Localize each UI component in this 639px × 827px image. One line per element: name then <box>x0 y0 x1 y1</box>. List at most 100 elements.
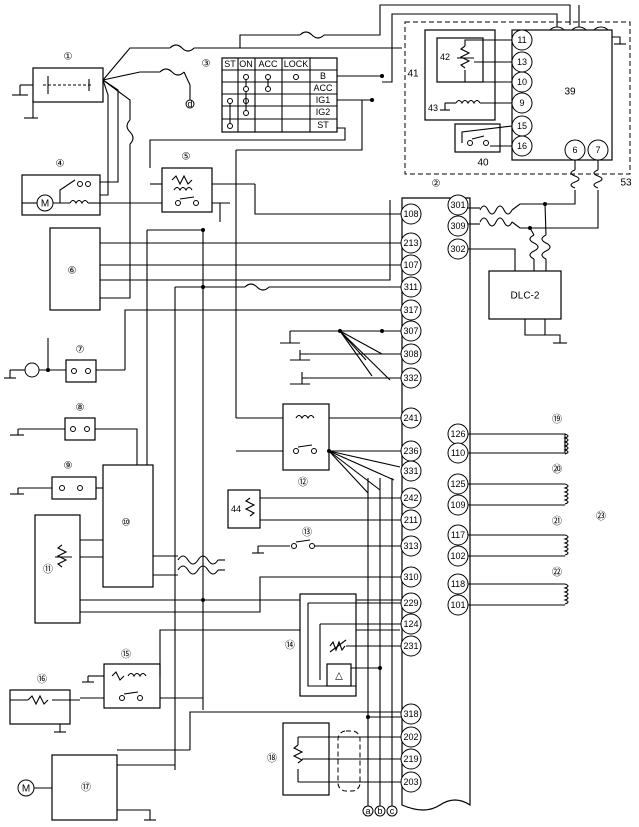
pcm-pin-124 <box>400 613 422 635</box>
sensor-18: ⑱ <box>267 722 402 796</box>
pcm-pin-241 <box>400 407 422 429</box>
switch-9: ⑨ <box>10 461 103 500</box>
svg-text:10: 10 <box>517 77 527 87</box>
callout-17: ⑰ <box>81 782 91 794</box>
pcm-pin-108 <box>400 203 422 225</box>
callout-9: ⑨ <box>64 461 73 472</box>
pcm-pin-211 <box>400 509 422 531</box>
main-relay-12: ⑫ <box>235 100 402 494</box>
starter-motor-symbol: M <box>41 199 49 210</box>
pcm-pin-310 <box>400 566 422 588</box>
svg-text:7: 7 <box>595 145 600 155</box>
svg-text:102: 102 <box>450 551 465 561</box>
starter-motor: ④ M <box>21 159 230 216</box>
pcm-pin-203 <box>400 771 422 793</box>
callout-12: ⑫ <box>298 477 308 489</box>
pcm-pin-229 <box>400 592 422 614</box>
callout-10: ⑩ <box>122 518 131 529</box>
starter-relay: ⑤ <box>150 152 402 222</box>
pcm-pin-219 <box>400 748 422 770</box>
pcm-right-pins: 126 110 125 109 117 102 118 101 ⑲ ⑳ ㉑ ㉒ … <box>447 414 606 616</box>
dlc-label: DLC-2 <box>511 291 540 302</box>
callout-11: ⑪ <box>43 564 53 576</box>
pcm-pin-331 <box>400 460 422 482</box>
pcm-pin-309 <box>447 215 469 237</box>
pcm-pin-307 <box>400 320 422 342</box>
motor-17-symbol: M <box>22 784 30 795</box>
svg-text:11: 11 <box>517 35 526 45</box>
ignition-switch: ③ ST ON ACC LOCK B ACC IG1 IG2 ST <box>149 57 384 168</box>
ign-row-ig1: IG1 <box>316 95 331 105</box>
pcm-pin-311 <box>400 276 422 298</box>
sensor-44: 44 <box>227 489 402 529</box>
callout-21: ㉑ <box>552 516 562 528</box>
svg-text:307: 307 <box>403 326 418 336</box>
sensor-7: ⑦ <box>4 309 402 383</box>
ign-row-acc: ACC <box>313 83 333 93</box>
svg-text:117: 117 <box>451 530 465 540</box>
terminal-c: c <box>390 806 395 816</box>
callout-13: ⑬ <box>302 527 312 539</box>
callout-1: ① <box>64 52 73 63</box>
terminal-a: a <box>365 806 370 816</box>
svg-text:125: 125 <box>450 479 465 489</box>
heater-16: ⑯ <box>9 674 80 733</box>
svg-text:309: 309 <box>450 221 465 231</box>
pcm-pin-107 <box>400 254 422 276</box>
ign-row-st: ST <box>317 120 329 130</box>
svg-text:331: 331 <box>403 466 418 476</box>
module-6: ⑥ <box>49 200 402 311</box>
svg-text:317: 317 <box>403 305 418 315</box>
callout-23: ㉓ <box>596 511 606 523</box>
svg-text:126: 126 <box>450 429 465 439</box>
svg-text:302: 302 <box>450 244 465 254</box>
svg-text:229: 229 <box>403 598 418 608</box>
svg-text:213: 213 <box>403 238 418 248</box>
callout-5: ⑤ <box>182 152 191 163</box>
pcm-pin-column: 108 213 107 311 317 307 308 332 241 236 … <box>400 203 422 793</box>
svg-text:110: 110 <box>451 448 465 458</box>
pcm-pin-301 <box>447 194 469 216</box>
svg-text:332: 332 <box>403 373 418 383</box>
callout-2: ② <box>432 179 441 190</box>
terminal-d: d <box>187 99 192 109</box>
callout-43: 43 <box>428 103 438 113</box>
svg-text:16: 16 <box>517 141 527 151</box>
svg-text:109: 109 <box>450 500 465 510</box>
sensor-14-triangle: △ <box>335 671 343 682</box>
motor-module-17: ⑰ M <box>17 711 402 821</box>
callout-4: ④ <box>56 159 65 170</box>
ign-header-acc: ACC <box>258 59 278 69</box>
callout-15: ⑮ <box>121 649 131 661</box>
svg-text:108: 108 <box>403 209 418 219</box>
callout-16: ⑯ <box>37 674 47 686</box>
switch-13: ⑬ <box>252 527 402 554</box>
terminal-b: b <box>377 806 382 816</box>
svg-text:9: 9 <box>519 98 524 108</box>
svg-text:124: 124 <box>403 619 418 629</box>
bus-lines <box>146 228 402 770</box>
svg-text:107: 107 <box>403 260 418 270</box>
callout-14: ⑭ <box>285 640 295 652</box>
battery-wires: d <box>85 4 571 299</box>
svg-text:311: 311 <box>404 282 418 292</box>
battery: ① <box>12 52 104 119</box>
callout-39: 39 <box>564 87 576 98</box>
svg-text:219: 219 <box>403 754 418 764</box>
ign-row-ig2: IG2 <box>316 107 331 117</box>
pcm-pin-317 <box>400 299 422 321</box>
pcm-pin-318 <box>400 703 422 725</box>
callout-53: 53 <box>620 178 632 189</box>
callout-3: ③ <box>202 59 211 70</box>
svg-text:101: 101 <box>450 600 465 610</box>
callout-18: ⑱ <box>267 753 277 765</box>
ign-row-b: B <box>320 71 326 81</box>
pcm-pin-313 <box>400 535 422 557</box>
ign-header-st: ST <box>224 59 236 69</box>
ign-header-on: ON <box>239 59 253 69</box>
sensor-14: ⑭ △ <box>285 593 402 697</box>
svg-text:236: 236 <box>403 446 418 456</box>
pcm-pin-213 <box>400 232 422 254</box>
pcm-pin-231 <box>400 635 422 657</box>
